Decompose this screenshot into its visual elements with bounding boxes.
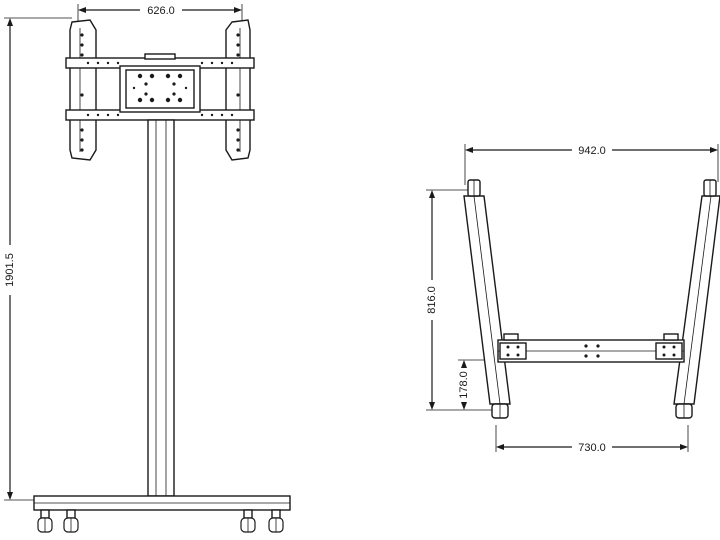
height-dimension-label: 1901.5 <box>4 253 16 287</box>
inner-width-dimension: 730.0 <box>495 425 689 454</box>
base-frame <box>33 495 291 511</box>
caster-4 <box>268 509 284 533</box>
caster-1 <box>37 509 53 533</box>
base-crossbar <box>497 333 685 363</box>
offset-dimension: 178.0 <box>456 359 500 410</box>
caster-2 <box>63 509 79 533</box>
support-column <box>147 119 175 497</box>
offset-dimension-label: 178.0 <box>458 371 470 399</box>
base-top-view: 942.0 816.0 178.0 <box>424 143 720 454</box>
inner-width-dimension-label: 730.0 <box>578 442 606 454</box>
outer-width-dimension: 942.0 <box>464 143 719 185</box>
front-view: 1901.5 626.0 <box>2 3 291 533</box>
depth-dimension-label: 816.0 <box>426 286 438 314</box>
left-base-leg <box>463 179 511 419</box>
caster-3 <box>240 509 256 533</box>
left-mount-bracket <box>69 19 97 161</box>
depth-dimension: 816.0 <box>424 189 498 411</box>
outer-width-dimension-label: 942.0 <box>578 145 606 157</box>
right-base-leg <box>673 179 720 419</box>
height-dimension: 1901.5 <box>2 17 72 501</box>
right-mount-bracket <box>225 19 251 161</box>
width-dimension: 626.0 <box>77 3 243 22</box>
caster-wheels <box>37 509 284 533</box>
vesa-plate <box>119 65 201 113</box>
width-dimension-label: 626.0 <box>147 5 175 17</box>
